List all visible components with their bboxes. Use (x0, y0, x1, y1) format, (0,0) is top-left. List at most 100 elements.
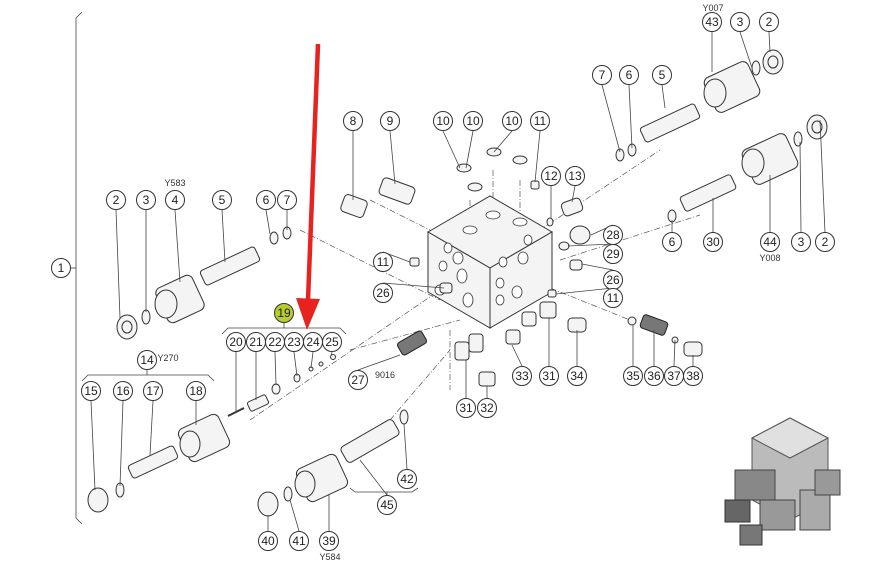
callout-13[interactable]: 13 (565, 166, 585, 186)
callout-12[interactable]: 12 (541, 166, 561, 186)
leader-line (534, 130, 541, 183)
callout-number: 9 (387, 114, 394, 128)
callout-circle (289, 531, 309, 551)
callout-7[interactable]: 7 (277, 190, 297, 210)
callout-circle (456, 398, 476, 418)
ball (318, 361, 324, 367)
callout-24[interactable]: 24 (303, 332, 323, 352)
callout-number: 21 (249, 335, 263, 349)
ball (330, 354, 336, 360)
callout-22[interactable]: 22 (265, 332, 285, 352)
callout-40[interactable]: 40 (258, 531, 278, 551)
callout-2[interactable]: 2 (759, 12, 779, 32)
callout-33[interactable]: 33 (512, 366, 532, 386)
callout-10[interactable]: 10 (463, 111, 483, 131)
callout-number: 10 (505, 114, 519, 128)
callout-30[interactable]: 30 (703, 232, 723, 252)
callout-circle (644, 366, 664, 386)
callout-9[interactable]: 9 (380, 111, 400, 131)
callout-31[interactable]: 31 (539, 366, 559, 386)
callout-circle (565, 166, 585, 186)
callout-2[interactable]: 2 (106, 190, 126, 210)
callout-15[interactable]: 15 (81, 381, 101, 401)
callout-28[interactable]: 28 (603, 225, 623, 245)
callout-1[interactable]: 1 (51, 258, 71, 278)
callout-3[interactable]: 3 (730, 12, 750, 32)
callout-6[interactable]: 6 (662, 232, 682, 252)
callout-14[interactable]: 14 (137, 350, 157, 370)
callout-17[interactable]: 17 (143, 381, 163, 401)
callout-6[interactable]: 6 (256, 190, 276, 210)
callout-circle (322, 332, 342, 352)
callout-2[interactable]: 2 (815, 232, 835, 252)
callout-11[interactable]: 11 (603, 288, 623, 308)
callout-number: 27 (351, 373, 365, 387)
callout-18[interactable]: 18 (186, 381, 206, 401)
callout-34[interactable]: 34 (567, 366, 587, 386)
callout-number: 4 (172, 193, 179, 207)
callout-number: 40 (261, 534, 275, 548)
callout-number: 32 (480, 401, 494, 415)
callout-5[interactable]: 5 (652, 65, 672, 85)
callout-circle (662, 232, 682, 252)
callout-45[interactable]: 45 (377, 495, 397, 515)
callout-number: 22 (268, 335, 282, 349)
callout-circle (652, 65, 672, 85)
callout-37[interactable]: 37 (664, 366, 684, 386)
callout-23[interactable]: 23 (284, 332, 304, 352)
callout-number: 33 (515, 369, 529, 383)
callout-circle (373, 252, 393, 272)
callout-20[interactable]: 20 (226, 332, 246, 352)
leader-line (265, 209, 271, 235)
callout-25[interactable]: 25 (322, 332, 342, 352)
callout-26[interactable]: 26 (603, 270, 623, 290)
callout-3[interactable]: 3 (136, 190, 156, 210)
callout-29[interactable]: 29 (603, 244, 623, 264)
leader-line (567, 243, 614, 247)
solenoid-coil-y270 (177, 413, 231, 463)
callout-44[interactable]: 44 (760, 232, 780, 252)
callout-41[interactable]: 41 (289, 531, 309, 551)
callout-32[interactable]: 32 (477, 398, 497, 418)
callout-3[interactable]: 3 (791, 232, 811, 252)
callout-43[interactable]: 43 (702, 12, 722, 32)
callout-8[interactable]: 8 (343, 111, 363, 131)
callout-circle (530, 111, 550, 131)
plug-32 (478, 371, 496, 387)
callout-31[interactable]: 31 (456, 398, 476, 418)
callout-10[interactable]: 10 (433, 111, 453, 131)
callout-circle (81, 381, 101, 401)
callout-16[interactable]: 16 (113, 381, 133, 401)
callout-circle (463, 111, 483, 131)
callout-circle (502, 111, 522, 131)
callout-35[interactable]: 35 (623, 366, 643, 386)
callout-36[interactable]: 36 (644, 366, 664, 386)
callout-39[interactable]: 39 (319, 531, 339, 551)
leader-line (382, 282, 445, 289)
leader-line (221, 209, 226, 263)
callout-5[interactable]: 5 (212, 190, 232, 210)
callout-4[interactable]: 4 (165, 190, 185, 210)
callout-number: 2 (822, 235, 829, 249)
callout-26[interactable]: 26 (373, 283, 393, 303)
reference-label-y270: Y270 (157, 353, 178, 363)
nut (87, 487, 109, 513)
callout-11[interactable]: 11 (373, 252, 393, 272)
fitting-13 (560, 197, 584, 217)
callout-21[interactable]: 21 (246, 332, 266, 352)
callout-6[interactable]: 6 (619, 65, 639, 85)
callout-number: 10 (466, 114, 480, 128)
callout-number: 23 (287, 335, 301, 349)
leader-line (389, 130, 396, 185)
callout-38[interactable]: 38 (683, 366, 703, 386)
callout-19[interactable]: 19 (274, 303, 294, 323)
callout-42[interactable]: 42 (397, 469, 417, 489)
callout-number: 1 (58, 261, 65, 275)
callout-7[interactable]: 7 (592, 65, 612, 85)
callout-11[interactable]: 11 (530, 111, 550, 131)
callout-circle (277, 190, 297, 210)
callout-10[interactable]: 10 (502, 111, 522, 131)
o-ring (399, 409, 409, 425)
callout-27[interactable]: 27 (348, 370, 368, 390)
callout-number: 38 (686, 369, 700, 383)
